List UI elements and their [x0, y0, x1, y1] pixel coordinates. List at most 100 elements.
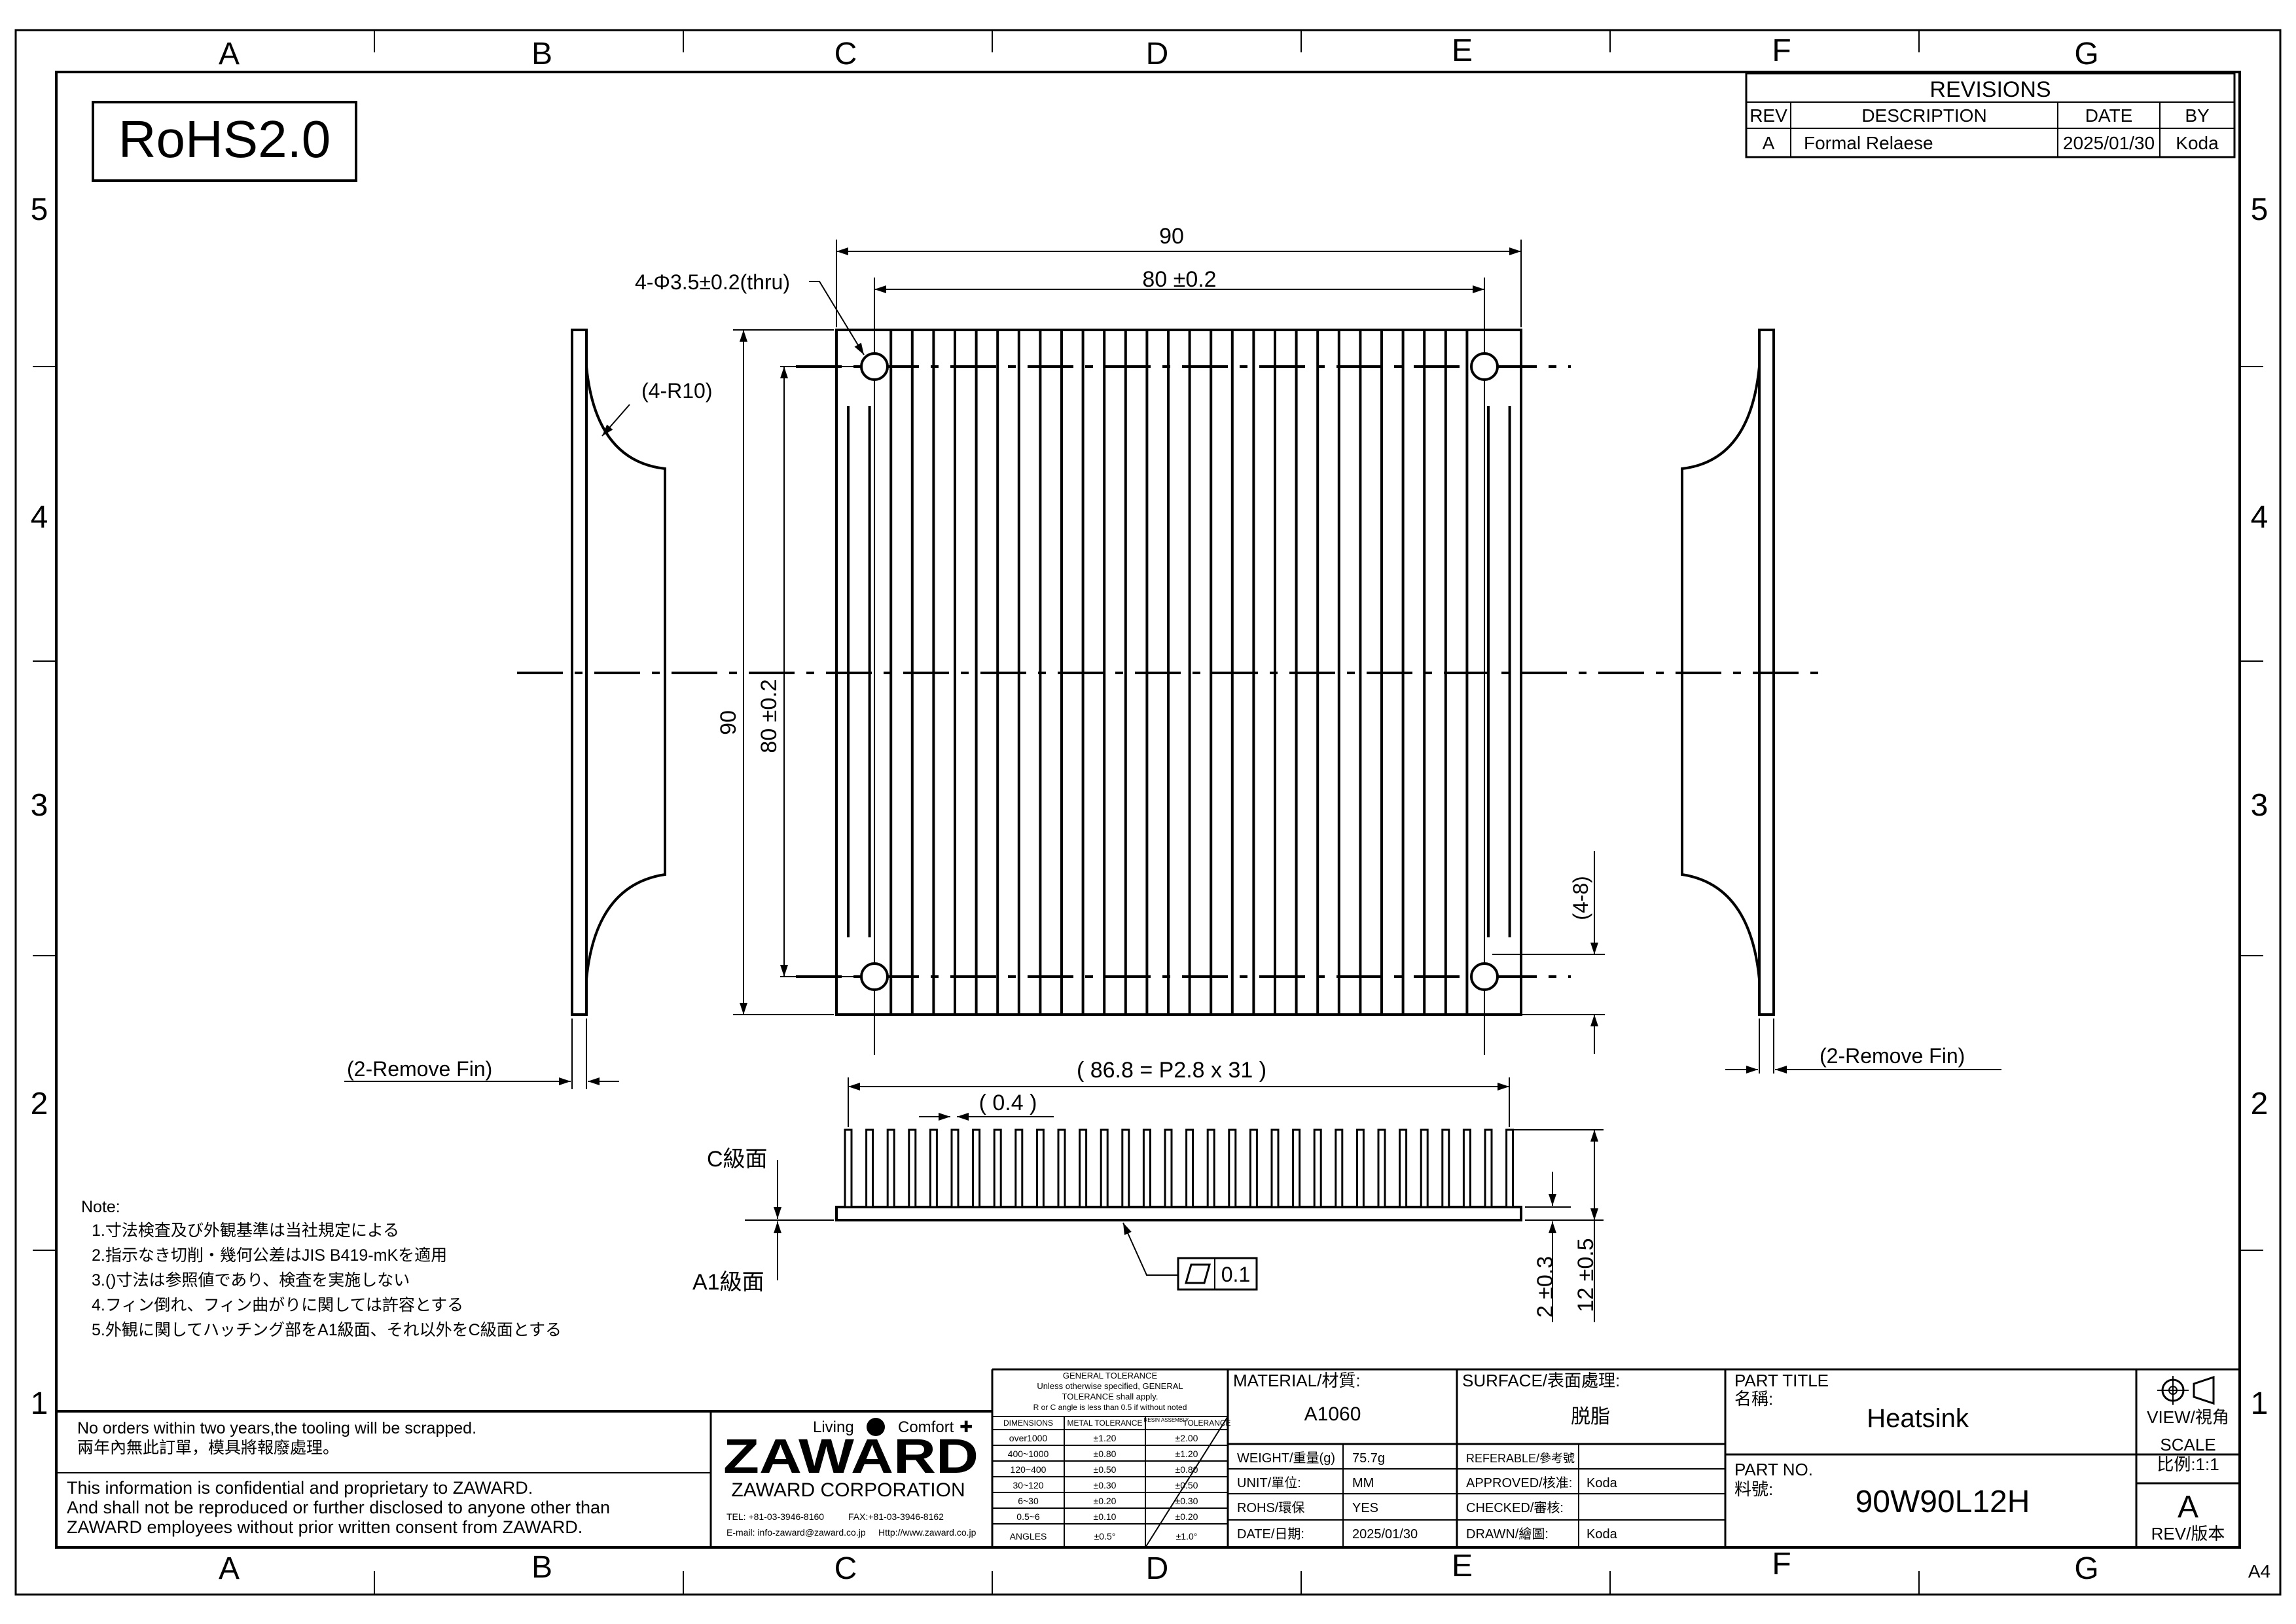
company-email: E-mail: info-zaward@zaward.co.jp — [726, 1527, 866, 1538]
tolerance-title: GENERAL TOLERANCE — [1063, 1371, 1158, 1380]
description-cell: Formal Relaese — [1804, 133, 1933, 153]
inner-frame — [55, 71, 2241, 1549]
col-label: C — [834, 37, 857, 71]
tol-cell: ±0.50 — [1094, 1464, 1117, 1475]
part-no: 90W90L12H — [1856, 1485, 2030, 1519]
fin-profile-line — [865, 1128, 874, 1208]
part-title: Heatsink — [1867, 1404, 1969, 1433]
row-label: 5 — [31, 192, 48, 227]
referable-label: REFERABLE/參考號 — [1466, 1452, 1575, 1465]
note-item: 2.指示なき切削・幾何公差はJIS B419-mKを適用 — [92, 1246, 447, 1265]
fin-profile-line — [1121, 1128, 1130, 1208]
tol-header: RESIN ASSEMBLY — [1144, 1417, 1189, 1423]
checked-label: CHECKED/審核: — [1466, 1500, 1564, 1515]
notes-title: Note: — [81, 1198, 120, 1216]
rohs-label: RoHS2.0 — [118, 110, 331, 168]
mount-hole — [860, 962, 889, 991]
tol-cell: 30~120 — [1013, 1480, 1043, 1490]
unit-value: MM — [1352, 1476, 1374, 1490]
col-label: E — [1452, 33, 1473, 68]
rohs-status-value: YES — [1352, 1501, 1378, 1515]
col-label: G — [2074, 1551, 2098, 1586]
tol-cell: 120~400 — [1011, 1464, 1047, 1475]
mount-hole — [1470, 962, 1499, 991]
note-item: 4.フィン倒れ、フィン曲がりに関しては許容とする — [92, 1296, 463, 1314]
tolerance-table: GENERAL TOLERANCE Unless otherwise speci… — [992, 1371, 1231, 1548]
tol-cell: ±1.0° — [1176, 1531, 1198, 1542]
tol-cell: ±0.80 — [1094, 1449, 1117, 1459]
revisions-title: REVISIONS — [1929, 77, 2051, 102]
fin-profile-line — [1185, 1128, 1194, 1208]
tol-header: DIMENSIONS — [1003, 1418, 1053, 1428]
title-block: No orders within two years,the tooling w… — [56, 1368, 2240, 1548]
tol-cell: 6~30 — [1018, 1496, 1039, 1506]
scale-value: 比例:1:1 — [2157, 1454, 2219, 1474]
material-label: MATERIAL/材質: — [1233, 1371, 1361, 1390]
dim-fin-gap: (4-8) — [1569, 876, 1592, 920]
tol-cell: ±1.20 — [1175, 1449, 1198, 1459]
fin-profile-line — [1484, 1128, 1493, 1208]
col-label: D — [1146, 1551, 1169, 1586]
sheet-size: A4 — [2248, 1561, 2270, 1581]
scale-label: SCALE — [2160, 1435, 2215, 1454]
left-side-view: (4-R10) (2-Remove Fin) — [344, 329, 712, 1089]
tol-cell: ±0.10 — [1094, 1511, 1117, 1522]
base-plate — [835, 1206, 1522, 1221]
front-view: ( 86.8 = P2.8 x 31 ) ( 0.4 ) 2 ±0.3 12 ±… — [692, 1058, 1604, 1322]
approved-label: APPROVED/核准: — [1466, 1475, 1572, 1490]
mount-hole — [860, 352, 889, 381]
slogan-living: Living — [813, 1418, 854, 1436]
tol-cell: ±0.20 — [1175, 1511, 1198, 1522]
col-label: A — [219, 1551, 240, 1586]
projection-icon — [2157, 1375, 2215, 1405]
dim-total-height: 12 ±0.5 — [1573, 1238, 1598, 1312]
fin-profile-line — [1206, 1128, 1215, 1208]
rev-label: REV/版本 — [2151, 1524, 2225, 1543]
fin-profile-line — [1313, 1128, 1322, 1208]
zone-ticks — [33, 30, 2263, 1595]
dim-height-holes: 80 ±0.2 — [757, 679, 781, 753]
col-label: A — [219, 37, 240, 71]
rohs-status-label: ROHS/環保 — [1237, 1500, 1304, 1515]
c-face-label: C級面 — [707, 1147, 768, 1172]
plus-icon: ✚ — [960, 1418, 973, 1436]
revisions-table: REVISIONS REV DESCRIPTION DATE BY A Form… — [1745, 72, 2236, 158]
drawn-label: DRAWN/繪圖: — [1466, 1526, 1549, 1542]
a1-face-label: A1級面 — [692, 1270, 764, 1295]
tol-cell: ±2.00 — [1175, 1433, 1198, 1443]
material-value: A1060 — [1304, 1403, 1361, 1425]
fin-profile-line — [1270, 1128, 1280, 1208]
rev-cell: A — [1763, 133, 1775, 153]
dim-width-holes: 80 ±0.2 — [1142, 267, 1216, 292]
confidential-line: And shall not be reproduced or further d… — [67, 1498, 610, 1517]
surface-value: 脱脂 — [1571, 1406, 1610, 1428]
company-name: ZAWARD CORPORATION — [731, 1479, 965, 1501]
description-header: DESCRIPTION — [1861, 105, 1986, 126]
fin-profile — [844, 1128, 1515, 1208]
rev-value: A — [2178, 1490, 2198, 1525]
tol-cell: ANGLES — [1010, 1531, 1047, 1542]
flatness-value: 0.1 — [1221, 1263, 1250, 1286]
part-title-label-zh: 名稱: — [1734, 1389, 1773, 1409]
remove-fin-left: (2-Remove Fin) — [347, 1057, 492, 1081]
date-label: DATE/日期: — [1237, 1527, 1304, 1542]
tol-cell: ±0.30 — [1175, 1496, 1198, 1506]
fin-profile-line — [1441, 1128, 1450, 1208]
slogan-logo-icon — [867, 1418, 885, 1436]
fin-profile-line — [1079, 1128, 1088, 1208]
part-no-label-zh: 料號: — [1734, 1479, 1773, 1499]
note-item: 3.()寸法は参照値であり、検査を実施しない — [92, 1271, 410, 1290]
row-label: 3 — [2251, 788, 2269, 823]
tolerance-sub: R or C angle is less than 0.5 if without… — [1033, 1403, 1187, 1412]
dim-base-thickness: 2 ±0.3 — [1533, 1256, 1558, 1318]
flatness-frame — [1177, 1257, 1258, 1291]
rohs-box — [92, 101, 357, 182]
fin-profile-line — [1228, 1128, 1237, 1208]
note-item: 1.寸法検査及び外観基準は当社規定による — [92, 1221, 399, 1240]
fin-profile-line — [908, 1128, 917, 1208]
fin-profile-line — [1399, 1128, 1408, 1208]
fin-profile-line — [1335, 1128, 1344, 1208]
surface-label: SURFACE/表面處理: — [1462, 1371, 1620, 1390]
tol-cell: ±1.20 — [1094, 1433, 1117, 1443]
